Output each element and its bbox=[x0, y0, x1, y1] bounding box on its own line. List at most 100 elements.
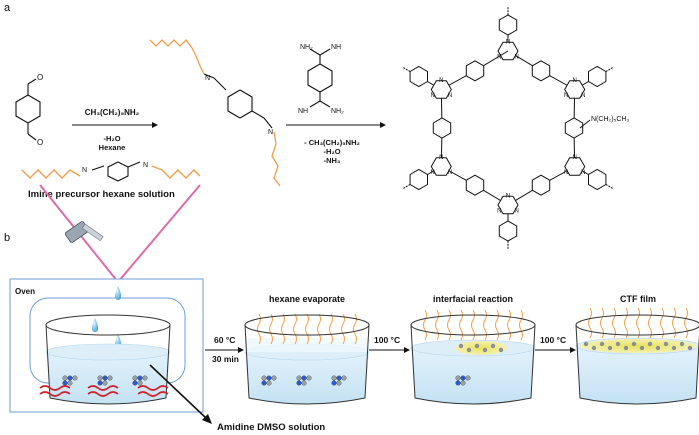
film-molecule bbox=[655, 345, 661, 351]
process-arrow-3-head bbox=[570, 347, 576, 353]
film-molecule bbox=[498, 347, 504, 353]
water-surface bbox=[45, 343, 171, 361]
step2-byproduct-amine: - CH₃(CH₂)₅NH₂ bbox=[304, 138, 360, 147]
ctf-extension bbox=[402, 67, 411, 72]
film-molecule bbox=[474, 343, 480, 349]
hexane-layer bbox=[245, 338, 369, 352]
vapor-line bbox=[423, 309, 427, 341]
step2-byproduct-ammonia: -NH₃ bbox=[324, 156, 341, 165]
triazine-n-atom: N bbox=[448, 93, 452, 99]
film-molecule bbox=[679, 341, 685, 347]
ctf-end-bond bbox=[579, 119, 591, 129]
precursor-solution-label: Imine precursor hexane solution bbox=[28, 189, 175, 200]
vapor-line bbox=[519, 309, 523, 341]
film-molecule bbox=[591, 345, 597, 351]
film-molecule bbox=[631, 341, 637, 347]
imine-n-top: N bbox=[205, 75, 210, 82]
panel-b-label: b bbox=[4, 232, 10, 244]
film-molecule bbox=[647, 341, 653, 347]
drop-1 bbox=[115, 286, 121, 300]
ctf-triazine-ring bbox=[430, 157, 452, 176]
film-molecule bbox=[615, 341, 621, 347]
vapor-line bbox=[435, 309, 439, 341]
triazine-n-atom: N bbox=[448, 170, 452, 176]
film-molecule bbox=[482, 347, 488, 353]
triazine-n-atom: N bbox=[497, 55, 501, 61]
process-arrow-1-head bbox=[238, 347, 244, 353]
amidine-pointer-arrowhead bbox=[202, 414, 212, 424]
vapor-line bbox=[329, 313, 333, 345]
condition-temp-1: 60 °C bbox=[214, 335, 235, 345]
vapor-line bbox=[612, 307, 616, 339]
aldehyde-o-top: O bbox=[37, 73, 43, 82]
dropper-icon bbox=[64, 221, 104, 243]
amidine-nh-bottom: NH bbox=[298, 108, 308, 115]
stage-title-film: CTF film bbox=[620, 294, 656, 304]
film-molecule bbox=[663, 341, 669, 347]
ctf-phenyl-ring bbox=[409, 168, 428, 191]
vapor-line bbox=[624, 307, 628, 339]
triazine-n-atom: N bbox=[573, 78, 577, 84]
film-molecule bbox=[599, 341, 605, 347]
vapor-line bbox=[269, 313, 273, 345]
triazine-n-atom: N bbox=[497, 209, 501, 215]
dish-rim bbox=[575, 314, 699, 336]
film-molecule bbox=[458, 343, 464, 349]
step2-byproduct-water: -H₂O bbox=[323, 147, 340, 156]
triazine-n-atom: N bbox=[506, 194, 510, 200]
vapor-line bbox=[660, 307, 664, 339]
triazine-n-atom: N bbox=[431, 93, 435, 99]
condition-time-1: 30 min bbox=[212, 354, 239, 364]
film-molecule bbox=[607, 345, 613, 351]
amidine-nh2-top: NH₂ bbox=[300, 44, 313, 51]
drop-2 bbox=[92, 318, 98, 332]
panel-a-label: a bbox=[4, 2, 11, 14]
dish-rim bbox=[244, 314, 370, 336]
amidine-nh2-bottom: NH₂ bbox=[331, 108, 344, 115]
amidine-cluster bbox=[261, 375, 277, 386]
ctf-phenyl-ring bbox=[531, 60, 551, 82]
ctf-triazine-ring bbox=[430, 80, 452, 99]
triazine-n-atom: N bbox=[564, 93, 568, 99]
amidine-cluster bbox=[62, 375, 78, 386]
vapor-line bbox=[447, 309, 451, 341]
vapor-line bbox=[483, 309, 487, 341]
vapor-line bbox=[636, 307, 640, 339]
ctf-film-layer bbox=[580, 339, 696, 353]
vapor-line bbox=[317, 313, 321, 345]
water-layer bbox=[576, 346, 699, 404]
film-molecule bbox=[466, 347, 472, 353]
dish-wall bbox=[45, 324, 171, 405]
step1-solvent: Hexane bbox=[99, 143, 126, 152]
ctf-phenyl-ring bbox=[465, 60, 485, 82]
condition-temp-2: 100 °C bbox=[374, 335, 400, 345]
imine-n-bottom: N bbox=[268, 129, 273, 136]
vapor-line bbox=[257, 313, 261, 345]
amidine-solution-label: Amidine DMSO solution bbox=[217, 422, 325, 433]
vapor-line bbox=[305, 313, 309, 345]
process-arrow-2-head bbox=[404, 347, 410, 353]
dish-wall bbox=[244, 324, 370, 405]
ctf-film-layer bbox=[455, 341, 507, 355]
reaction-arrow-1-head bbox=[152, 122, 158, 128]
step1-reagent: CH₃(CH₂)₅NH₂ bbox=[85, 108, 140, 117]
vapor-line bbox=[684, 307, 688, 339]
terephthalaldehyde-molecule bbox=[15, 78, 41, 141]
precursor-n-right: N bbox=[143, 162, 148, 169]
amidine-cluster bbox=[132, 375, 148, 386]
dish-rim bbox=[45, 314, 171, 336]
film-molecule bbox=[639, 345, 645, 351]
ctf-triazine-ring bbox=[564, 157, 586, 176]
stage-title-interfacial: interfacial reaction bbox=[433, 294, 513, 304]
triazine-n-atom: N bbox=[581, 93, 585, 99]
triazine-n-atom: N bbox=[581, 170, 585, 176]
amidine-nh-top: NH bbox=[331, 44, 341, 51]
amidine-pointer-arrow bbox=[149, 364, 207, 419]
vapor-line bbox=[281, 313, 285, 345]
dish-wall bbox=[575, 324, 699, 405]
ctf-phenyl-ring bbox=[564, 117, 584, 139]
vapor-line bbox=[459, 309, 463, 341]
vapor-line bbox=[341, 313, 345, 345]
